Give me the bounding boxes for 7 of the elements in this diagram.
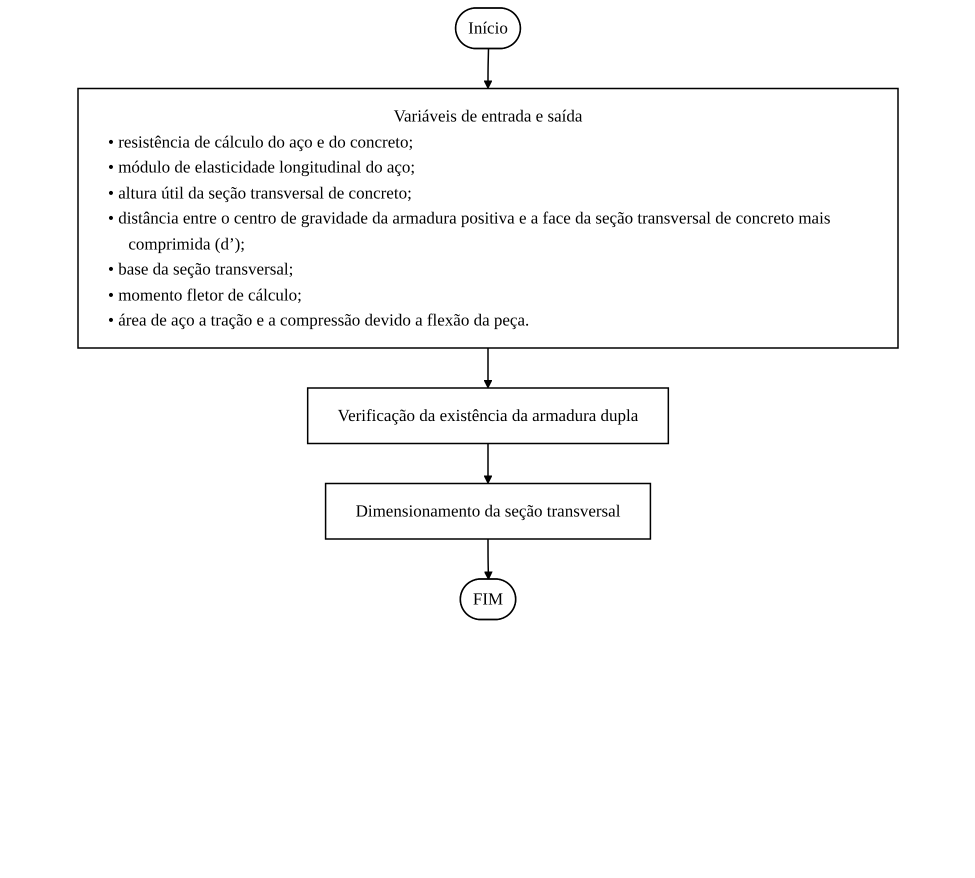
node-box: Verificação da existência da armadura dupla (306, 387, 669, 444)
node-box: Variáveis de entrada e saída • resistência de cálculo do aço e do concreto; • módulo de elasticidade longitudinal do aço; • altura útil da seção transversal de concreto; • distância entre o centro de gravidade da armadura positiva e a face da seção transversal de concreto mais comprimida (d’); • base da seção transversal; • momento fletor de cálculo; • área de aço a tração e a compressão devido a flexão da peça. (76, 88, 898, 349)
arrow (483, 444, 492, 484)
arrow (483, 48, 492, 89)
node-box: Dimensionamento da seção transversal (324, 482, 651, 540)
arrow (483, 539, 492, 580)
arrow (483, 348, 492, 388)
